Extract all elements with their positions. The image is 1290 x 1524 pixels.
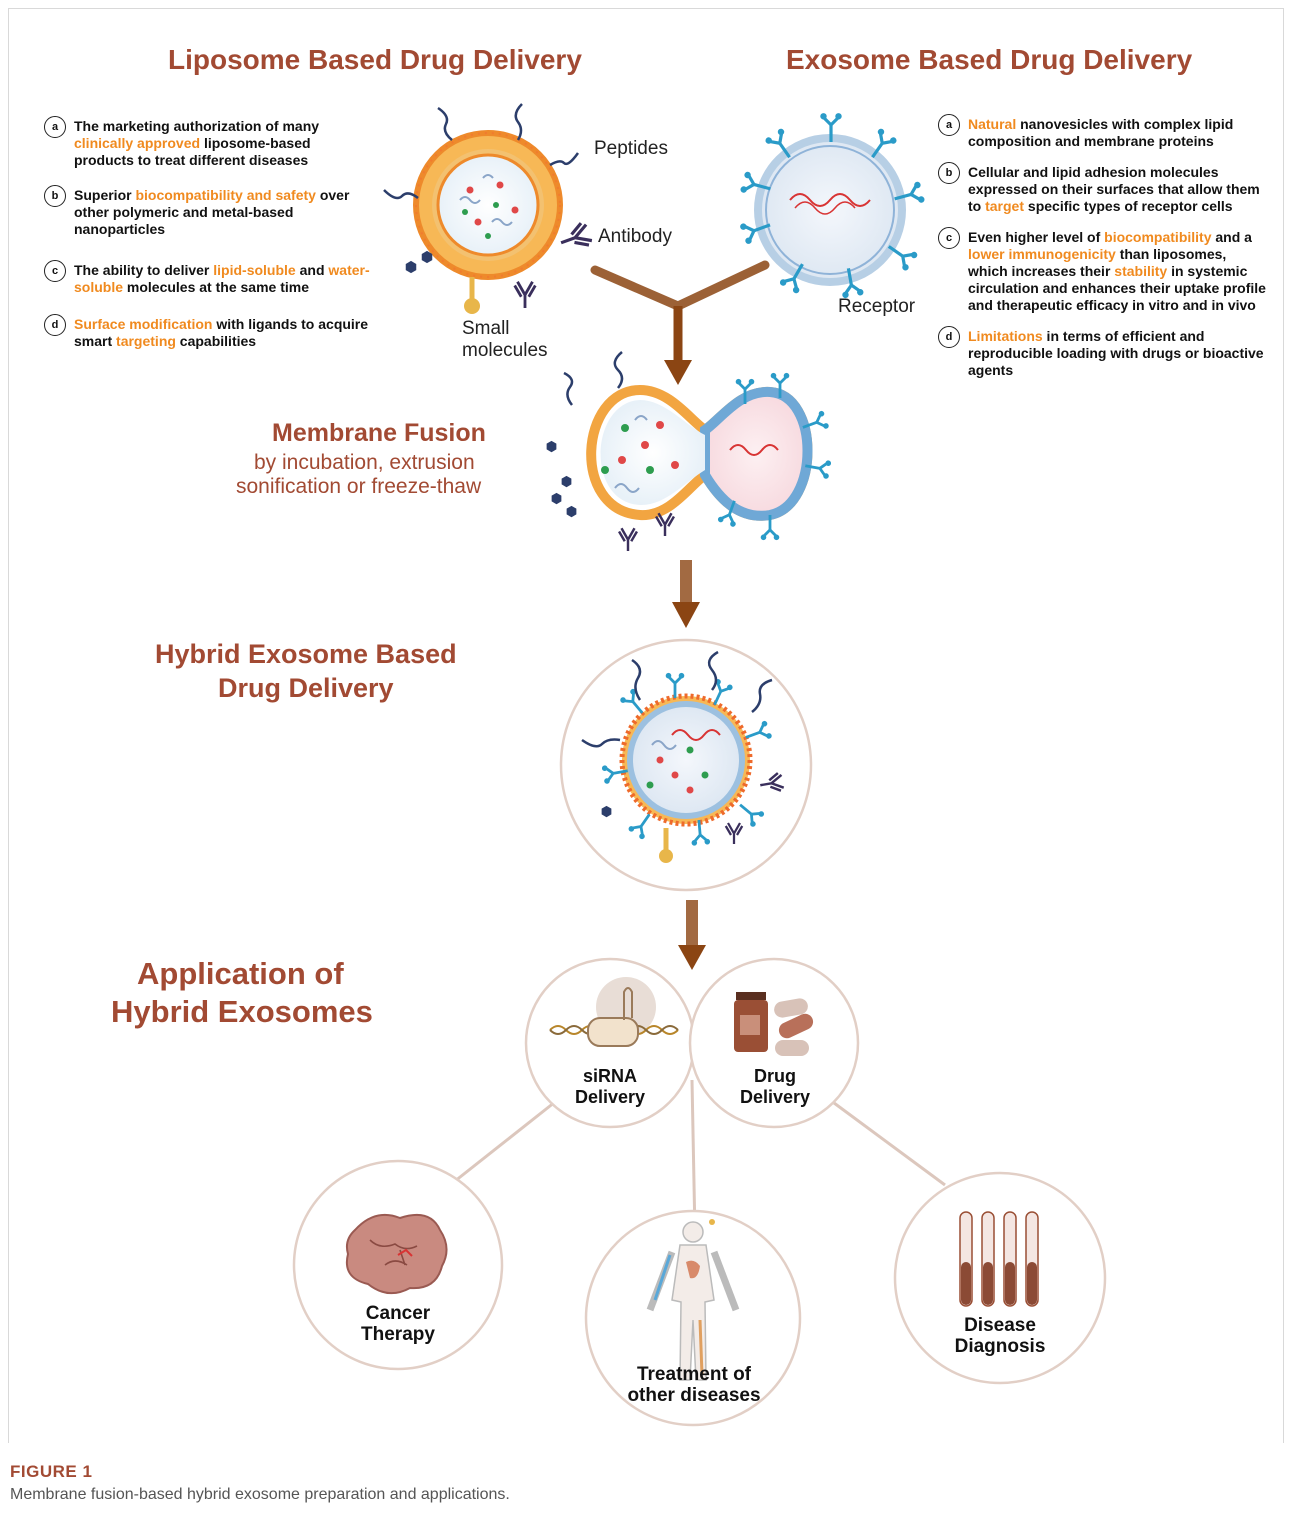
point-badge: d bbox=[938, 326, 960, 348]
arrow-to-applications bbox=[678, 900, 706, 970]
application-title-1: Application of bbox=[137, 956, 344, 991]
point-text: than liposomes, which increases their bbox=[968, 246, 1227, 279]
point-text: The ability to deliver bbox=[74, 262, 214, 278]
highlight-text: water-soluble bbox=[74, 262, 370, 295]
diagnosis-circle bbox=[893, 1171, 1107, 1385]
highlight-text: biocompatibility bbox=[1104, 229, 1212, 245]
highlight-text: stability bbox=[1114, 263, 1168, 279]
point-text: and bbox=[295, 262, 329, 278]
label-molecules: molecules bbox=[462, 340, 548, 361]
point-text: nanovesicles with complex lipid composit… bbox=[968, 116, 1234, 149]
diagnosis-label-2: Diagnosis bbox=[954, 1336, 1046, 1357]
point-badge: c bbox=[938, 227, 960, 249]
arrow-to-hybrid bbox=[672, 560, 700, 628]
point-badge: b bbox=[44, 185, 66, 207]
liposome-illustration bbox=[383, 103, 593, 314]
sirna-circle bbox=[524, 957, 696, 1129]
fusion-illustration bbox=[546, 351, 833, 551]
point-text: Cellular and lipid adhesion molecules ex… bbox=[968, 164, 1260, 214]
figure-caption: Membrane fusion-based hybrid exosome pre… bbox=[10, 1486, 510, 1503]
point-badge: a bbox=[938, 114, 960, 136]
hybrid-title-2: Drug Delivery bbox=[218, 673, 394, 703]
point-text: and a bbox=[1211, 229, 1252, 245]
fusion-sub2: sonification or freeze-thaw bbox=[236, 475, 482, 498]
exosome-points: a Natural nanovesicles with complex lipid… bbox=[938, 114, 1268, 379]
point-text: with ligands to acquire smart bbox=[74, 316, 369, 349]
diagnosis-label-1: Disease bbox=[964, 1315, 1036, 1336]
label-antibody: Antibody bbox=[598, 226, 672, 247]
point-text: in systemic circulation and enhances the… bbox=[968, 263, 1266, 313]
highlight-text: Surface modification bbox=[74, 316, 213, 332]
point-text: The marketing authorization of many bbox=[74, 118, 320, 134]
treatment-label-2: other diseases bbox=[627, 1385, 761, 1406]
point-text: liposome-based products to treat differe… bbox=[74, 135, 311, 168]
point-text: molecules at the same time bbox=[123, 279, 309, 295]
highlight-text: targeting bbox=[116, 333, 176, 349]
merge-arrow bbox=[590, 260, 770, 385]
exosome-title: Exosome Based Drug Delivery bbox=[786, 44, 1193, 75]
fusion-title: Membrane Fusion bbox=[272, 419, 486, 447]
point-text: over other polymeric and metal-based nan… bbox=[74, 187, 350, 237]
liposome-point-b: b Superior biocompatibility and safety ov… bbox=[44, 185, 374, 238]
application-title-2: Hybrid Exosomes bbox=[111, 994, 373, 1029]
highlight-text: clinically approved bbox=[74, 135, 201, 151]
exosome-point-c: c Even higher level of biocompatibility a… bbox=[938, 227, 1268, 314]
highlight-text: lower immunogenicity bbox=[968, 246, 1116, 262]
treatment-circle bbox=[584, 1209, 802, 1427]
sirna-label: siRNA Delivery bbox=[510, 1066, 710, 1108]
point-badge: b bbox=[938, 162, 960, 184]
liposome-title: Liposome Based Drug Delivery bbox=[168, 44, 582, 75]
point-text: Even higher level of bbox=[968, 229, 1105, 245]
figure-frame bbox=[8, 8, 1284, 1443]
point-badge: c bbox=[44, 260, 66, 282]
cancer-label-2: Therapy bbox=[361, 1324, 435, 1345]
fusion-sub1: by incubation, extrusion bbox=[254, 451, 475, 474]
figure-number: FIGURE 1 bbox=[10, 1462, 93, 1481]
label-small: Small bbox=[462, 318, 510, 339]
drug-circle bbox=[688, 957, 860, 1129]
treatment-label: Treatment of other diseases bbox=[594, 1364, 794, 1406]
exosome-point-a: a Natural nanovesicles with complex lipid… bbox=[938, 114, 1268, 150]
point-badge: d bbox=[44, 314, 66, 336]
application-connectors bbox=[449, 1079, 946, 1236]
diagnosis-label: Disease Diagnosis bbox=[900, 1315, 1100, 1357]
highlight-text: biocompatibility and safety bbox=[135, 187, 316, 203]
hybrid-title-1: Hybrid Exosome Based bbox=[155, 639, 457, 669]
drug-label-1: Drug bbox=[754, 1066, 796, 1086]
liposome-point-d: d Surface modification with ligands to ac… bbox=[44, 314, 374, 350]
cancer-circle bbox=[292, 1159, 504, 1371]
label-receptor: Receptor bbox=[838, 296, 916, 317]
highlight-text: lipid-soluble bbox=[213, 262, 296, 278]
cancer-label: Cancer Therapy bbox=[298, 1303, 498, 1345]
drug-label: Drug Delivery bbox=[675, 1066, 875, 1108]
highlight-text: Limitations bbox=[968, 328, 1043, 344]
drug-label-2: Delivery bbox=[739, 1087, 811, 1107]
sirna-label-1: siRNA bbox=[582, 1066, 637, 1086]
treatment-label-1: Treatment of bbox=[636, 1364, 752, 1385]
exosome-point-d: d Limitations in terms of efficient and r… bbox=[938, 326, 1268, 379]
point-badge: a bbox=[44, 116, 66, 138]
exosome-point-b: b Cellular and lipid adhesion molecules e… bbox=[938, 162, 1268, 215]
label-peptides: Peptides bbox=[594, 138, 668, 159]
point-text: specific types of receptor cells bbox=[1024, 198, 1233, 214]
point-text: in terms of efficient and reproducible l… bbox=[968, 328, 1264, 378]
hybrid-exosome-illustration bbox=[559, 638, 813, 892]
liposome-point-a: a The marketing authorization of many cli… bbox=[44, 116, 374, 169]
point-text: capabilities bbox=[175, 333, 257, 349]
exosome-illustration bbox=[738, 112, 927, 300]
highlight-text: Natural bbox=[968, 116, 1017, 132]
cancer-label-1: Cancer bbox=[365, 1303, 431, 1324]
point-text: Superior bbox=[74, 187, 136, 203]
sirna-label-2: Delivery bbox=[574, 1087, 646, 1107]
highlight-text: target bbox=[985, 198, 1025, 214]
liposome-point-c: c The ability to deliver lipid-soluble an… bbox=[44, 260, 374, 296]
